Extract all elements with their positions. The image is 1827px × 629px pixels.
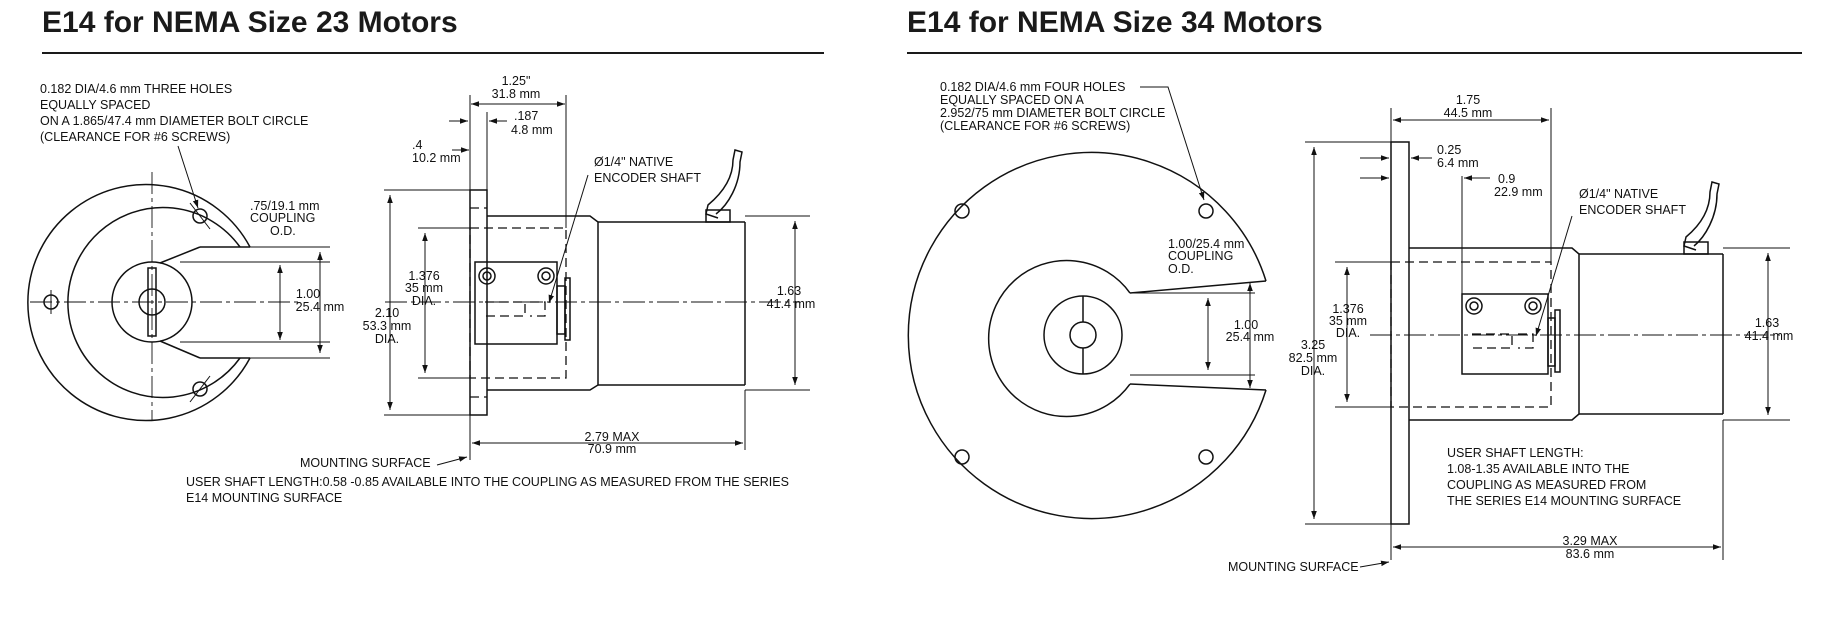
nema34-holes-note: 0.182 DIA/4.6 mm FOUR HOLES EQUALLY SPAC… [940,80,1165,133]
dim-text: 22.9 mm [1494,185,1543,199]
dim-text: 44.5 mm [1444,106,1493,120]
holes-note-line: EQUALLY SPACED [40,98,150,112]
nema23-side-labels: 1.25" 31.8 mm .187 4.8 mm .4 10.2 mm Ø1/… [186,74,815,505]
dim-text: DIA. [1301,364,1325,378]
nema23-side-view [384,95,810,466]
dim-text: 83.6 mm [1566,547,1615,561]
coupling-od-text: .75/19.1 mm [250,199,319,213]
title-rule-right [907,52,1802,54]
coupling-od-text: COUPLING [250,211,315,225]
dim-text: 1.75 [1456,93,1480,107]
nema23-dim-100-label: 1.00 25.4 mm [296,287,345,314]
dim-text: 70.9 mm [588,442,637,456]
dim-text: 25.4 mm [1226,330,1275,344]
dim-text: 3.25 [1301,338,1325,352]
dim-text: 1.63 [1755,316,1779,330]
user-shaft-note: THE SERIES E14 MOUNTING SURFACE [1447,494,1681,508]
coupling-od-text: O.D. [1168,262,1194,276]
user-shaft-note: COUPLING AS MEASURED FROM [1447,478,1646,492]
user-shaft-note: E14 MOUNTING SURFACE [186,491,342,505]
dim-text: 1.63 [777,284,801,298]
nema34-side-view [1305,108,1790,568]
nema23-front-view [27,145,330,422]
dim-text: 35 mm [405,281,443,295]
nema34-front-view [907,86,1267,520]
holes-note-line: (CLEARANCE FOR #6 SCREWS) [940,119,1130,133]
nema34-side-labels: 1.75 44.5 mm 0.25 6.4 mm 0.9 22.9 mm Ø1/… [1228,93,1793,574]
dim-text: DIA. [375,332,399,346]
holes-note-line: EQUALLY SPACED ON A [940,93,1084,107]
dim-text: 1.376 [1332,302,1363,316]
nema23-coupling-od-label: .75/19.1 mm COUPLING O.D. [250,199,319,238]
title-nema-23: E14 for NEMA Size 23 Motors [42,6,458,39]
nema34-dim-100-label: 1.00 25.4 mm [1226,318,1275,344]
dim-text: 2.10 [375,306,399,320]
dim-text: .187 [514,109,538,123]
dim-text: 3.29 MAX [1563,534,1619,548]
holes-note-line: (CLEARANCE FOR #6 SCREWS) [40,130,230,144]
mounting-surface-label: MOUNTING SURFACE [1228,560,1359,574]
dim-text: 35 mm [1329,314,1367,328]
dim-text: 31.8 mm [492,87,541,101]
dim-text: DIA. [412,294,436,308]
native-shaft-text: Ø1/4" NATIVE [594,155,673,169]
dim-text: 4.8 mm [511,123,553,137]
dim-text: .4 [412,138,422,152]
dim-text: 6.4 mm [1437,156,1479,170]
title-nema-34: E14 for NEMA Size 34 Motors [907,6,1323,39]
nema23-holes-note: 0.182 DIA/4.6 mm THREE HOLES EQUALLY SPA… [40,82,308,144]
native-shaft-text: ENCODER SHAFT [1579,203,1686,217]
dim-text: 1.00 [1234,318,1258,332]
dim-text: 1.376 [408,269,439,283]
nema34-coupling-od-label: 1.00/25.4 mm COUPLING O.D. [1168,237,1244,276]
holes-note-line: ON A 1.865/47.4 mm DIAMETER BOLT CIRCLE [40,114,308,128]
dim-text: 41.4 mm [1745,329,1794,343]
dim-text: 2.79 MAX [585,430,641,444]
native-shaft-text: ENCODER SHAFT [594,171,701,185]
dim-text: 53.3 mm [363,319,412,333]
dim-text: DIA. [1336,326,1360,340]
native-shaft-text: Ø1/4" NATIVE [1579,187,1658,201]
holes-note-line: 0.182 DIA/4.6 mm FOUR HOLES [940,80,1125,94]
dim-text: 41.4 mm [767,297,816,311]
holes-note-line: 0.182 DIA/4.6 mm THREE HOLES [40,82,232,96]
coupling-od-text: COUPLING [1168,249,1233,263]
dim-text: 1.00 [296,287,320,301]
coupling-od-text: 1.00/25.4 mm [1168,237,1244,251]
coupling-od-text: O.D. [270,224,296,238]
holes-note-line: 2.952/75 mm DIAMETER BOLT CIRCLE [940,106,1165,120]
mounting-surface-label: MOUNTING SURFACE [300,456,431,470]
user-shaft-note: USER SHAFT LENGTH: [1447,446,1584,460]
dim-text: 25.4 mm [296,300,345,314]
title-rule-left [42,52,824,54]
dim-text: 10.2 mm [412,151,461,165]
dim-text: 1.25" [502,74,531,88]
user-shaft-note: USER SHAFT LENGTH:0.58 -0.85 AVAILABLE I… [186,475,789,489]
user-shaft-note: 1.08-1.35 AVAILABLE INTO THE [1447,462,1630,476]
dim-text: 82.5 mm [1289,351,1338,365]
dim-text: 0.9 [1498,172,1515,186]
dim-text: 0.25 [1437,143,1461,157]
